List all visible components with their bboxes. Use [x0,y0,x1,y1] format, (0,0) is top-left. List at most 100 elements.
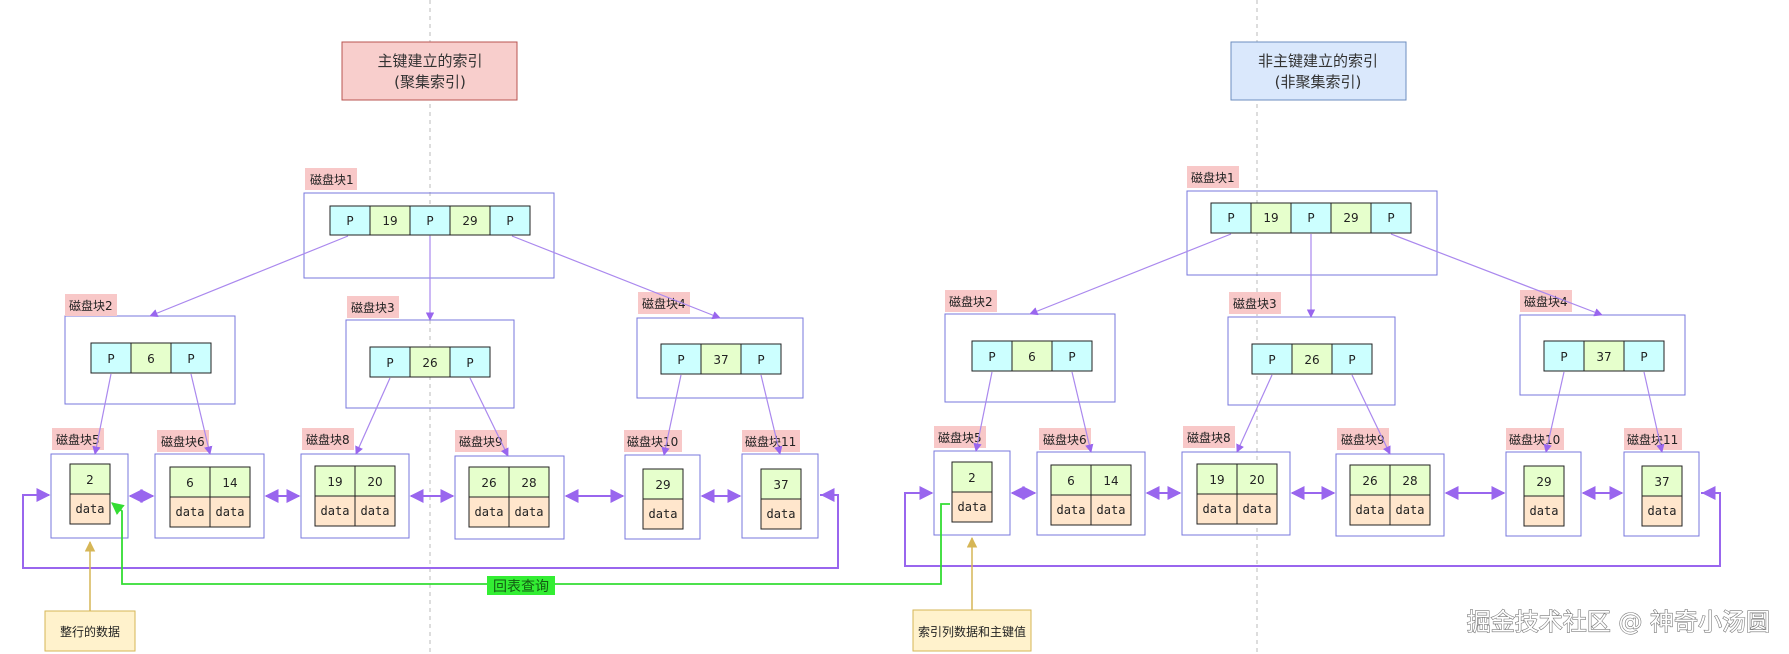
left-block-label-5: 磁盘块5 [56,432,100,447]
right-b4-cell: P [1640,350,1647,364]
left-leaf-data: data [649,507,678,521]
right-block-1 [1186,190,1438,276]
left-leaf-key: 6 [186,476,194,490]
left-block-label-8: 磁盘块8 [306,432,350,447]
right-leaf-key: 14 [1103,474,1118,488]
left-block-label-1: 磁盘块1 [310,172,354,187]
right-arrow-root-b2 [1029,233,1232,316]
left-block-1 [303,192,555,279]
right-leaf-key: 6 [1067,474,1075,488]
left-leaf-key: 28 [521,476,536,490]
left-title-box [341,41,518,101]
left-arrow-b4-b11 [760,374,783,455]
right-arrow-b2-b5 [973,371,993,452]
right-root-cell: P [1307,211,1314,225]
right-block-5 [933,450,1011,536]
back-query-label: 回表查询 [493,579,549,595]
right-block-10 [1505,451,1582,537]
right-b3-cell: P [1268,353,1275,367]
right-block-label-3: 磁盘块3 [1233,296,1277,311]
left-b2-cell: P [187,352,194,366]
right-leaf-data: data [1097,503,1126,517]
right-block-label-10: 磁盘块10 [1509,432,1560,447]
right-block-label-9: 磁盘块9 [1341,432,1385,447]
left-arrow-root-b2 [149,235,349,318]
right-arrow-root-b4 [1390,233,1603,317]
right-leaf-key: 19 [1209,473,1224,487]
right-block-8 [1181,451,1291,536]
left-block-label-2: 磁盘块2 [69,298,113,313]
left-leaf-key: 37 [773,478,788,492]
left-leaf-data: data [361,504,390,518]
left-leaf-data: data [767,507,796,521]
right-block-label-4: 磁盘块4 [1524,294,1568,309]
left-block-label-4: 磁盘块4 [642,296,686,311]
right-title-line1: 非主键建立的索引 [1258,52,1378,70]
left-arrow-b3-b8 [355,377,391,455]
right-leaf-key: 26 [1362,474,1377,488]
right-leaf-data: data [1356,503,1385,517]
right-leaf-data: data [1530,504,1559,518]
right-b2-cell: P [988,350,995,364]
right-arrow-b3-b8 [1236,374,1273,453]
right-leaf-key: 20 [1249,473,1264,487]
right-leaf-data: data [1243,502,1272,516]
right-root-cell: P [1387,211,1394,225]
right-block-label-1: 磁盘块1 [1191,170,1235,185]
right-tree: 非主键建立的索引 (非聚集索引) 磁盘块1 P 19 P 29 P 磁盘块2 P… [904,41,1721,652]
left-title-line1: 主键建立的索引 [377,52,482,70]
left-arrow-b2-b5 [92,373,112,455]
right-leaf-data: data [1648,504,1677,518]
right-loop-link [904,486,1721,567]
left-root-cell: 29 [462,214,477,228]
right-b2-cell: 6 [1028,350,1036,364]
right-leaf-key: 37 [1654,475,1669,489]
right-block-label-2: 磁盘块2 [949,294,993,309]
right-arrow-b2-b6 [1071,371,1094,453]
left-arrow-b3-b9 [469,377,509,457]
right-leaf-key: 2 [968,471,976,485]
left-root-cell: P [506,214,513,228]
left-root-cell: P [426,214,433,228]
left-arrow-b2-b6 [190,373,213,455]
right-b3-cell: P [1348,353,1355,367]
left-leaf-data: data [216,505,245,519]
right-b4-cell: 37 [1596,350,1611,364]
right-block-label-11: 磁盘块11 [1627,432,1678,447]
left-block-8 [300,453,410,539]
right-block-label-6: 磁盘块6 [1043,432,1087,447]
right-b4-cell: P [1560,350,1567,364]
left-b2-cell: P [107,352,114,366]
left-block-label-11: 磁盘块11 [745,434,796,449]
left-arrow-root-b4 [511,235,721,320]
right-title-line2: (非聚集索引) [1275,73,1362,91]
right-arrow-b4-b10 [1543,371,1565,453]
watermark: 掘金技术社区 @ 神奇小汤圆 [1467,608,1770,636]
right-arrow-b3-b9 [1351,374,1391,455]
left-root-cell: 19 [382,214,397,228]
right-b2-cell: P [1068,350,1075,364]
left-leaf-key: 19 [327,475,342,489]
left-b3-cell: 26 [422,356,437,370]
left-leaf-data: data [76,502,105,516]
left-leaf-key: 26 [481,476,496,490]
left-leaf-data: data [475,505,504,519]
left-leaf-key: 29 [655,478,670,492]
right-b3-cell: 26 [1304,353,1319,367]
right-note-text: 索引列数据和主键值 [918,624,1026,639]
left-block-5 [50,453,129,539]
right-note-box [912,609,1032,652]
left-leaf-data: data [515,505,544,519]
left-b4-cell: P [757,353,764,367]
right-block-label-8: 磁盘块8 [1187,430,1231,445]
left-leaf-key: 2 [86,473,94,487]
left-root-cell: P [346,214,353,228]
right-leaf-data: data [1396,503,1425,517]
left-arrow-b4-b10 [661,374,682,456]
left-b2-cell: 6 [147,352,155,366]
right-arrow-b4-b11 [1643,371,1665,453]
left-b4-cell: 37 [713,353,728,367]
left-leaf-key: 20 [367,475,382,489]
left-block-label-6: 磁盘块6 [161,434,205,449]
